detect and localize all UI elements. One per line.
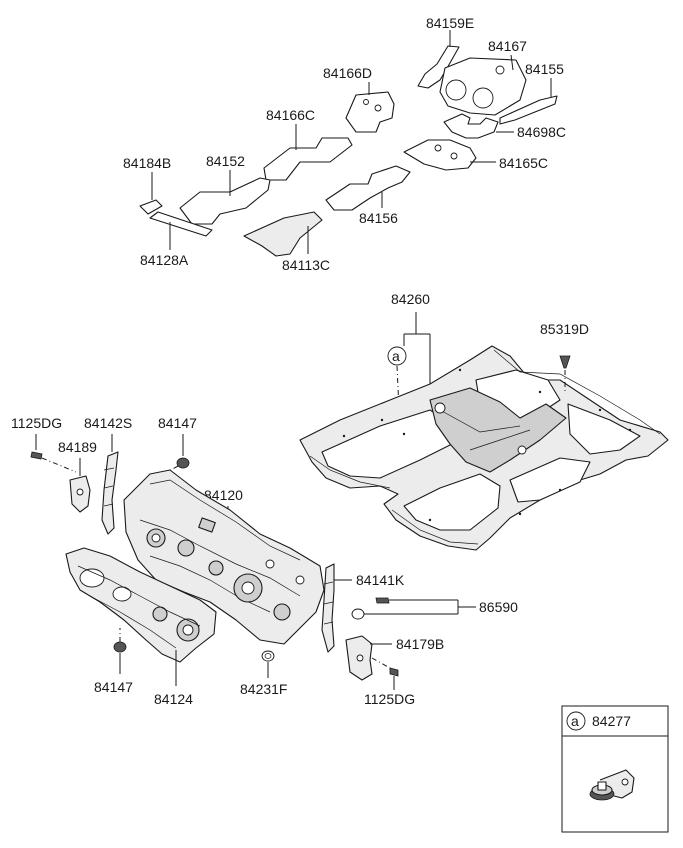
bolt-1125DG-top-shape bbox=[30, 451, 43, 460]
label-84124: 84124 bbox=[154, 691, 193, 707]
label-84189: 84189 bbox=[58, 439, 97, 455]
grommet-84147-top-shape bbox=[176, 457, 190, 469]
fastener-86590-upper-shape bbox=[375, 597, 390, 604]
grommet-84147-bottom-shape bbox=[113, 641, 127, 653]
pad-84166D-shape bbox=[345, 91, 395, 133]
label-84147-bottom: 84147 bbox=[94, 679, 133, 695]
callout-marker-a bbox=[387, 346, 407, 366]
fastener-86590-lower-shape bbox=[351, 608, 365, 620]
clip-85319D-shape bbox=[559, 355, 571, 369]
label-1125DG-bottom: 1125DG bbox=[364, 691, 415, 707]
label-84166D: 84166D bbox=[323, 65, 372, 81]
insulation-pads-group: 84159E 84167 84155 84166D 84698C 84166C … bbox=[123, 15, 566, 273]
grommet-84231F-shape bbox=[261, 650, 275, 662]
pad-84165C-shape bbox=[403, 139, 477, 171]
detail-marker-a bbox=[566, 711, 586, 731]
label-85319D: 85319D bbox=[540, 321, 589, 337]
label-84142S: 84142S bbox=[84, 415, 132, 431]
detail-part-84277: 84277 bbox=[592, 713, 631, 729]
label-86590: 86590 bbox=[479, 599, 518, 615]
label-84141K: 84141K bbox=[356, 572, 405, 588]
pad-84698C-shape bbox=[443, 113, 499, 139]
pad-84167-shape bbox=[439, 57, 527, 116]
label-1125DG-top: 1125DG bbox=[11, 415, 62, 431]
detail-box-84277: a 84277 bbox=[561, 705, 669, 833]
part-84277-shape bbox=[599, 769, 635, 799]
label-84128A: 84128A bbox=[140, 252, 189, 268]
floor-carpet-group: 84260 a 85319D bbox=[299, 291, 669, 551]
bolt-1125DG-bottom-shape bbox=[389, 667, 399, 677]
label-84152: 84152 bbox=[206, 153, 245, 169]
label-84159E: 84159E bbox=[426, 15, 474, 31]
pad-84184B-shape bbox=[139, 199, 163, 215]
pad-84156-shape bbox=[325, 165, 411, 211]
label-84113C: 84113C bbox=[282, 257, 330, 273]
pad-84152-shape bbox=[179, 177, 271, 225]
label-84179B: 84179B bbox=[396, 636, 444, 652]
label-84167: 84167 bbox=[488, 38, 527, 54]
pad-84155-shape bbox=[499, 95, 558, 125]
strip-84142S-shape bbox=[101, 451, 119, 535]
label-84231F: 84231F bbox=[240, 681, 287, 697]
dash-insulation-group: 1125DG 84189 84142S 84147 84120 bbox=[11, 415, 518, 707]
pad-84113C-shape bbox=[243, 211, 323, 257]
detail-marker-a-text: a bbox=[571, 713, 579, 729]
label-84260: 84260 bbox=[391, 291, 430, 307]
label-84156: 84156 bbox=[359, 210, 398, 226]
strip-84141K-shape bbox=[321, 563, 335, 653]
pad-84128A-shape bbox=[149, 211, 213, 237]
label-84698C: 84698C bbox=[517, 124, 566, 140]
label-84155: 84155 bbox=[525, 61, 564, 77]
label-84147-top: 84147 bbox=[158, 415, 197, 431]
pad-84159E-shape bbox=[417, 45, 460, 89]
label-84184B: 84184B bbox=[123, 155, 171, 171]
label-84120: 84120 bbox=[204, 487, 243, 503]
label-84165C: 84165C bbox=[499, 155, 548, 171]
callout-marker-a-text: a bbox=[392, 348, 400, 364]
pad-84166C-shape bbox=[263, 137, 353, 181]
label-84166C: 84166C bbox=[266, 107, 315, 123]
